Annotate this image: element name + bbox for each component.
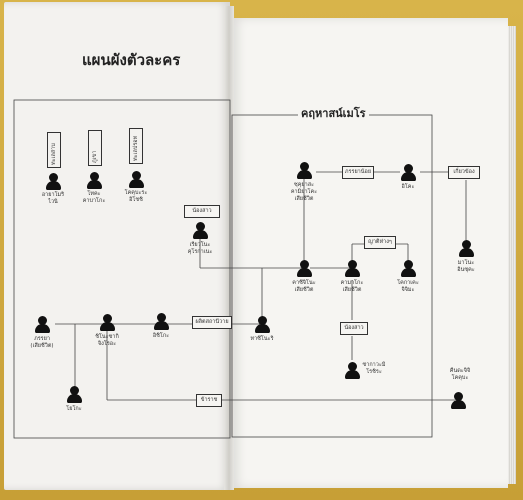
person-icon — [296, 162, 312, 180]
person-label: โทคะ คาบาโกะ — [82, 191, 106, 204]
person-label: อายาโมริ ไวนิ — [41, 192, 65, 205]
page-title: แผนผังตัวละคร — [82, 51, 181, 69]
person-icon — [45, 173, 61, 191]
vertical-box-mountain: ภูเขา — [88, 130, 102, 166]
person-icon — [192, 222, 208, 240]
person-icon — [296, 260, 312, 278]
person-icon — [128, 171, 144, 189]
relation-box: ภรรยาน้อย — [342, 166, 374, 179]
person-label: ทาซึโนะริ — [250, 336, 274, 342]
person-label: คีนดะจิจิ โคคุบะ — [449, 368, 471, 381]
person-label: มาโนะ อินซุคะ — [457, 260, 475, 273]
person-label: โคกาเคะ จิจิมะ — [397, 280, 419, 293]
person-label: คามาโกะ เสียชีวิต — [340, 280, 364, 293]
left-page — [4, 2, 230, 490]
person-icon — [344, 260, 360, 278]
left-frame — [13, 99, 231, 439]
person-icon — [400, 260, 416, 278]
person-icon — [344, 362, 360, 380]
book-spine — [224, 6, 234, 490]
person-icon — [34, 316, 50, 334]
person-label: อิชิโกะ — [152, 333, 170, 339]
person-label: โยโกะ — [66, 406, 82, 412]
relation-box: ญาติห่างๆ — [364, 236, 396, 249]
person-icon — [153, 313, 169, 331]
vertical-box-lake: ทะเลสาบ — [47, 132, 61, 168]
person-label: ซุคุยาสะ คามิยาโคะ เสียชีวิต — [290, 182, 318, 202]
relation-box: เกี่ยวข้อง — [448, 166, 480, 179]
relation-box: ผลิตสถานีวาย — [192, 316, 232, 329]
person-label: คาซึจิโนะ เสียชีวิต — [292, 280, 316, 293]
family-title: คฤหาสน์เมโร — [298, 104, 369, 122]
person-label: อิโคะ — [401, 184, 415, 190]
person-label: เรียวโนะ คุโรกาเนะ — [187, 242, 213, 255]
relation-box: น้องสาว — [184, 205, 220, 218]
person-icon — [99, 314, 115, 332]
person-label: ซากาวะมิ โรชิระ — [362, 362, 386, 375]
person-icon — [450, 392, 466, 410]
person-icon — [86, 172, 102, 190]
person-label: ภรรยา (เสียชีวิต) — [30, 336, 54, 349]
person-icon — [66, 386, 82, 404]
person-label: โคคุบะระ อิโชชิ — [124, 190, 148, 203]
person-icon — [254, 316, 270, 334]
person-icon — [400, 164, 416, 182]
person-label: ชิโนะซากิ จิงโรอะ — [95, 334, 119, 347]
vertical-box-sea: ทะเลปรอท — [129, 128, 143, 164]
relation-box: น้องสาว — [340, 322, 368, 335]
person-icon — [458, 240, 474, 258]
relation-box: ข้าราช — [196, 394, 222, 407]
page-edges — [508, 26, 516, 484]
